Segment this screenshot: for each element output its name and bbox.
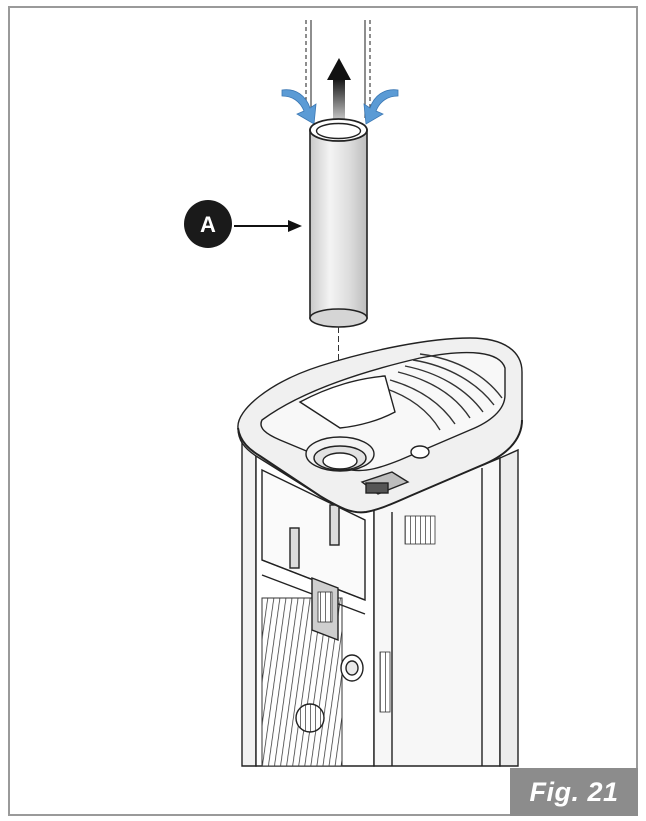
callout-a: A [184,200,232,248]
flue-pipe [309,118,368,328]
pellet-stove [237,337,523,767]
outer-flue-duct [305,20,371,118]
pointer-arrow-icon [234,220,302,232]
airflow-arrow-icon [281,89,399,125]
figure-label: Fig. 21 [510,768,638,816]
callout-a-label: A [200,212,216,237]
